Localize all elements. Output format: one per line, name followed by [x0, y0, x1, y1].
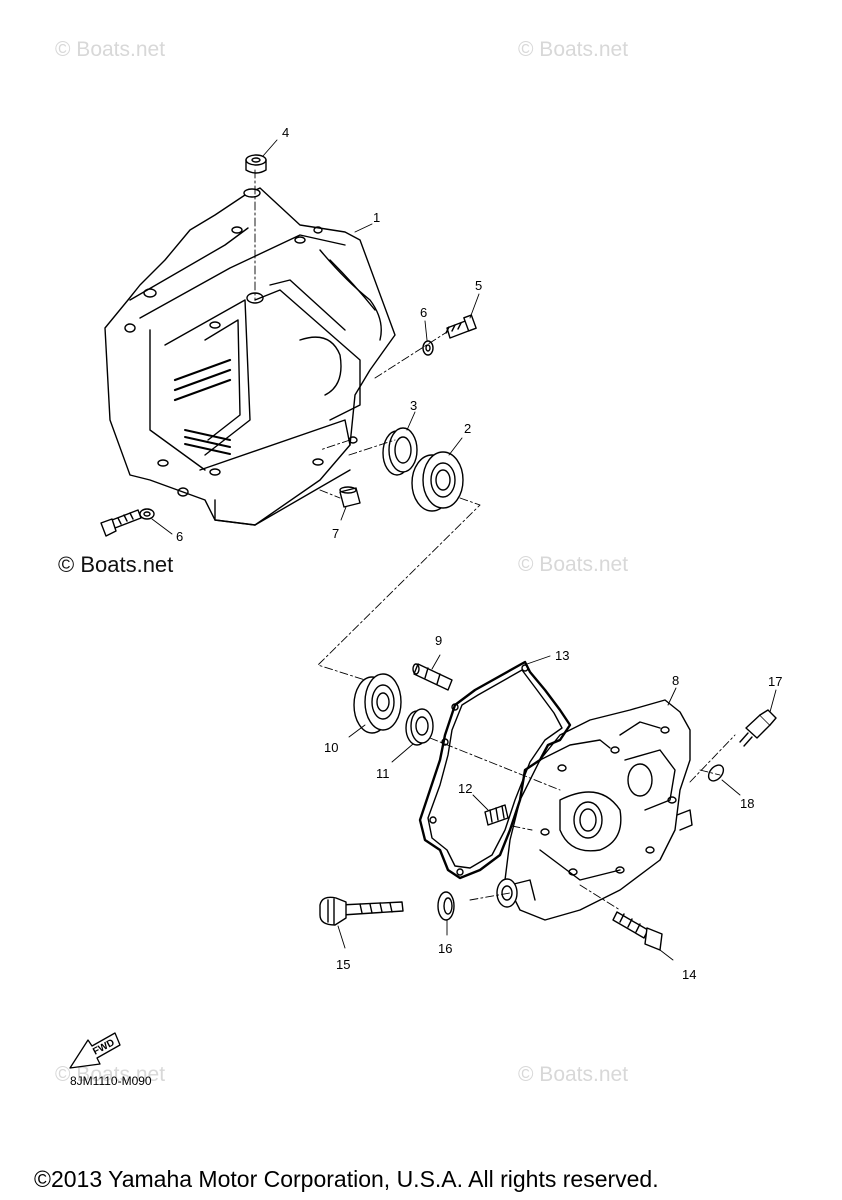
- watermark: © Boats.net: [518, 38, 629, 61]
- part-11-seal: [405, 708, 434, 746]
- callout-8: 8: [672, 673, 679, 688]
- part-4-collar: [245, 154, 267, 174]
- copyright-notice: ©2013 Yamaha Motor Corporation, U.S.A. A…: [34, 1166, 659, 1192]
- callout-11: 11: [376, 766, 390, 781]
- fwd-arrow: FWD: [69, 1032, 121, 1069]
- crankcase-right: [496, 699, 693, 921]
- part-3-oil-seal: [382, 427, 418, 476]
- crankcase-left: [104, 187, 396, 526]
- callout-18: 18: [740, 796, 754, 811]
- part-16-oring: [437, 891, 455, 921]
- callout-2: 2: [464, 421, 471, 436]
- watermark: © Boats.net: [58, 552, 174, 577]
- callout-7: 7: [332, 526, 339, 541]
- assembly-lines: [254, 169, 736, 911]
- callout-5: 5: [475, 278, 482, 293]
- part-5-bolt: [445, 314, 477, 339]
- part-14-bolt: [612, 911, 663, 951]
- part-18-gasket: [707, 764, 725, 782]
- callout-4: 4: [282, 125, 289, 140]
- part-7-dowel: [339, 486, 361, 508]
- part-6-washer: [139, 340, 434, 520]
- callout-15: 15: [336, 957, 350, 972]
- part-13-gasket: [418, 660, 572, 880]
- callout-6b: 6: [176, 529, 183, 544]
- callout-10: 10: [324, 740, 338, 755]
- part-17-plug: [739, 709, 777, 747]
- part-9-dowel: [412, 663, 453, 691]
- callout-14: 14: [682, 967, 696, 982]
- callout-16: 16: [438, 941, 452, 956]
- diagram-code: 8JM1110-M090: [70, 1074, 152, 1088]
- watermark: © Boats.net: [518, 553, 629, 576]
- part-15-dipstick: [319, 896, 404, 926]
- watermark: © Boats.net: [55, 38, 166, 61]
- callout-13: 13: [555, 648, 569, 663]
- part-2-bearing: [411, 451, 464, 512]
- callout-12: 12: [458, 781, 472, 796]
- part-12-plug: [484, 804, 509, 826]
- callout-1: 1: [373, 210, 380, 225]
- callout-9: 9: [435, 633, 442, 648]
- callout-3: 3: [410, 398, 417, 413]
- part-10-bearing: [353, 673, 402, 734]
- callout-6: 6: [420, 305, 427, 320]
- watermark: © Boats.net: [518, 1063, 629, 1086]
- bolt-lower-left: [100, 509, 142, 537]
- callout-17: 17: [768, 674, 782, 689]
- watermark: © Boats.net: [55, 1063, 166, 1086]
- leader-lines: [151, 139, 777, 961]
